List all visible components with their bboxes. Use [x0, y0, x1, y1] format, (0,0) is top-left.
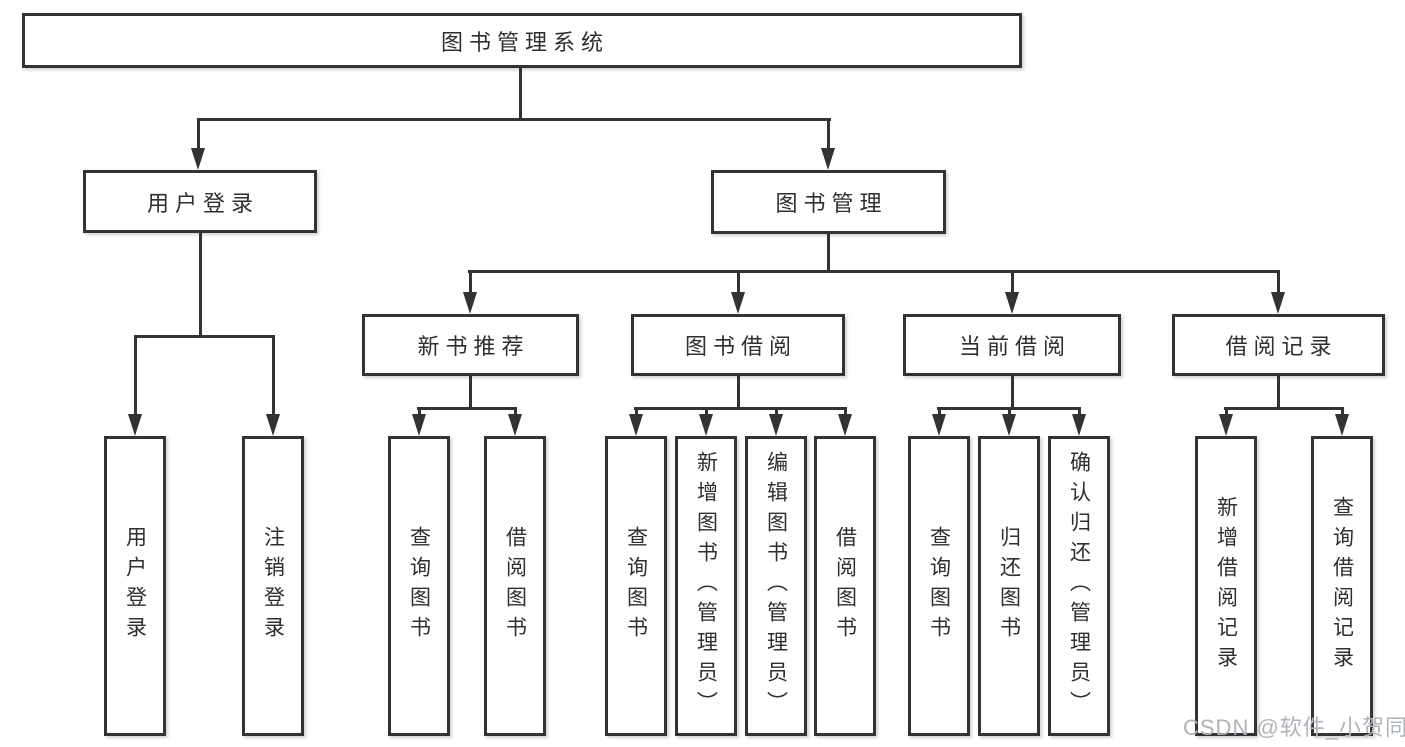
node-leaf-query-books-rec: 查询图书	[388, 436, 450, 736]
node-leaf-query-borrow-record: 查询借阅记录	[1311, 436, 1373, 736]
arrowhead	[1072, 414, 1086, 436]
connector	[938, 407, 941, 416]
node-leaf-borrow-books-rec: 借阅图书	[484, 436, 546, 736]
arrowhead	[769, 414, 783, 436]
connector	[1011, 376, 1014, 409]
connector	[1277, 270, 1280, 294]
node-leaf-borrow-books-borrow: 借阅图书	[814, 436, 876, 736]
connector	[418, 407, 421, 416]
node-current-borrow-label: 当前借阅	[958, 334, 1071, 359]
connector	[272, 335, 275, 416]
node-leaf-add-borrow-record: 新增借阅记录	[1195, 436, 1257, 736]
node-leaf-query-books-borrow: 查询图书	[605, 436, 667, 736]
arrowhead	[128, 414, 142, 436]
watermark: CSDN @软件_小贺同学	[1183, 715, 1405, 740]
connector	[468, 270, 1280, 273]
connector	[1011, 270, 1014, 294]
node-leaf-query-books-borrow-label: 查询图书	[624, 526, 648, 646]
connector	[737, 376, 740, 409]
arrowhead	[1335, 414, 1349, 436]
arrowhead	[821, 148, 835, 170]
node-leaf-add-borrow-record-label: 新增借阅记录	[1214, 496, 1238, 676]
connector	[134, 335, 137, 416]
node-user-login-label: 用户登录	[146, 190, 259, 216]
connector	[417, 407, 517, 410]
connector	[1341, 407, 1344, 416]
connector	[514, 407, 517, 416]
node-leaf-query-books-current: 查询图书	[908, 436, 970, 736]
node-root: 图书管理系统	[22, 13, 1022, 68]
arrowhead	[699, 414, 713, 436]
node-leaf-edit-books-admin-label: 编辑图书（管理员）	[764, 451, 788, 721]
node-leaf-return-books: 归还图书	[978, 436, 1040, 736]
connector	[827, 118, 830, 150]
node-leaf-logout: 注销登录	[242, 436, 304, 736]
arrowhead	[629, 414, 643, 436]
connector	[1224, 407, 1344, 410]
connector	[469, 376, 472, 409]
node-leaf-borrow-books-rec-label: 借阅图书	[503, 526, 527, 646]
node-book-mgmt: 图书管理	[711, 170, 946, 234]
node-leaf-user-login-label: 用户登录	[123, 526, 147, 646]
node-new-book-rec: 新书推荐	[362, 314, 579, 376]
connector	[469, 270, 472, 294]
connector	[634, 407, 847, 410]
connector	[199, 233, 202, 337]
connector	[705, 407, 708, 416]
node-book-borrow: 图书借阅	[631, 314, 845, 376]
connector	[1277, 376, 1280, 409]
connector	[519, 68, 522, 120]
node-leaf-confirm-return-admin-label: 确认归还（管理员）	[1067, 451, 1091, 721]
node-borrow-records: 借阅记录	[1172, 314, 1385, 376]
node-leaf-query-borrow-record-label: 查询借阅记录	[1330, 496, 1354, 676]
arrowhead	[508, 414, 522, 436]
node-leaf-query-books-rec-label: 查询图书	[407, 526, 431, 646]
arrowhead	[412, 414, 426, 436]
node-new-book-rec-label: 新书推荐	[417, 334, 530, 359]
node-leaf-user-login: 用户登录	[104, 436, 166, 736]
arrowhead	[191, 148, 205, 170]
node-book-borrow-label: 图书借阅	[684, 334, 797, 359]
node-leaf-edit-books-admin: 编辑图书（管理员）	[745, 436, 807, 736]
node-borrow-records-label: 借阅记录	[1225, 334, 1338, 359]
node-leaf-confirm-return-admin: 确认归还（管理员）	[1048, 436, 1110, 736]
connector	[1008, 407, 1011, 416]
node-current-borrow: 当前借阅	[903, 314, 1121, 376]
connector	[775, 407, 778, 416]
node-root-label: 图书管理系统	[440, 29, 609, 55]
node-user-login: 用户登录	[83, 170, 317, 233]
connector	[197, 118, 831, 121]
connector	[737, 270, 740, 294]
node-leaf-query-books-current-label: 查询图书	[927, 526, 951, 646]
arrowhead	[932, 414, 946, 436]
node-leaf-return-books-label: 归还图书	[997, 526, 1021, 646]
node-leaf-add-books-admin-label: 新增图书（管理员）	[694, 451, 718, 721]
arrowhead	[1219, 414, 1233, 436]
arrowhead	[1002, 414, 1016, 436]
connector	[1078, 407, 1081, 416]
node-leaf-borrow-books-borrow-label: 借阅图书	[833, 526, 857, 646]
connector	[1225, 407, 1228, 416]
connector	[844, 407, 847, 416]
connector	[827, 233, 830, 272]
arrowhead	[463, 292, 477, 314]
arrowhead	[1271, 292, 1285, 314]
node-leaf-logout-label: 注销登录	[261, 526, 285, 646]
arrowhead	[266, 414, 280, 436]
arrowhead	[1005, 292, 1019, 314]
connector	[635, 407, 638, 416]
arrowhead	[731, 292, 745, 314]
arrowhead	[838, 414, 852, 436]
node-leaf-add-books-admin: 新增图书（管理员）	[675, 436, 737, 736]
connector	[134, 335, 275, 338]
node-book-mgmt-label: 图书管理	[775, 191, 888, 216]
connector	[197, 118, 200, 150]
